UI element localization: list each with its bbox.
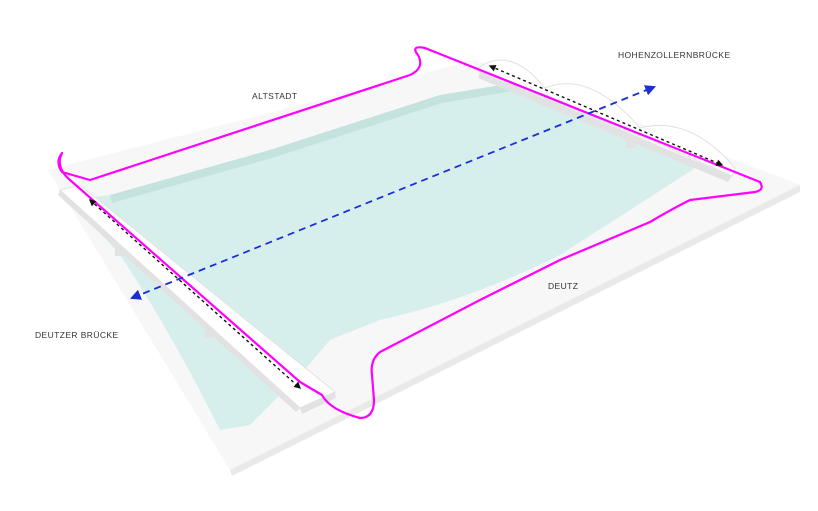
label-hohenzollernbruecke: HOHENZOLLERNBRÜCKE: [618, 50, 731, 60]
deutzer-bridge-route-icon: [88, 199, 302, 389]
label-altstadt: ALTSTADT: [252, 91, 297, 101]
label-deutzer-bruecke: DEUTZER BRÜCKE: [35, 330, 119, 340]
label-deutz: DEUTZ: [548, 281, 578, 291]
ground-slab-edge: [230, 185, 800, 476]
hohenzollern-bridge-route-icon: [488, 64, 724, 167]
site-boundary: [57, 46, 763, 420]
